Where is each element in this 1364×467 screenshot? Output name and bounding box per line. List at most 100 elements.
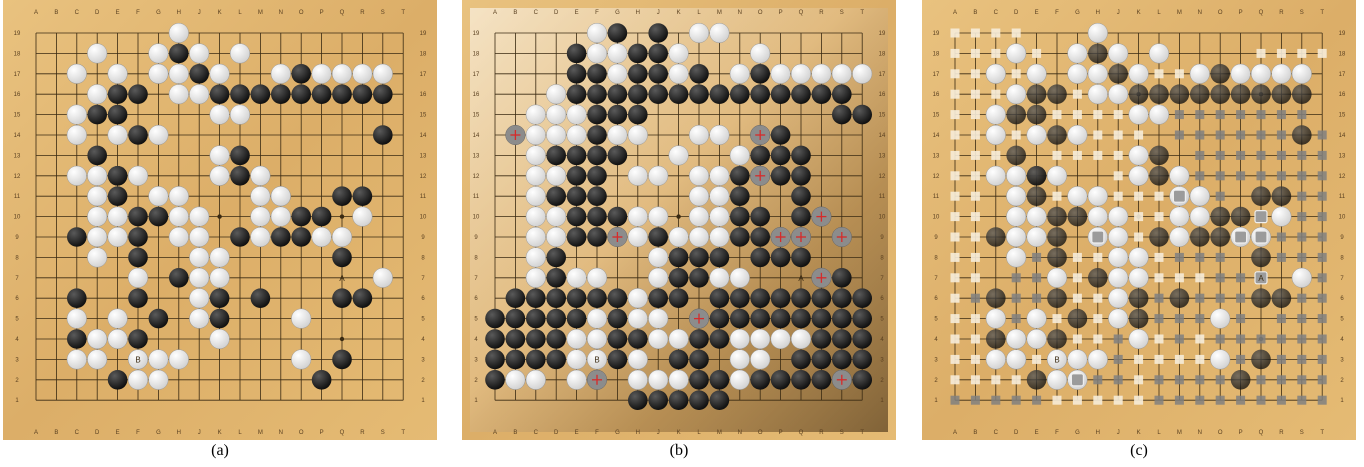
white-territory-mark — [951, 151, 960, 160]
black-stone — [750, 207, 770, 227]
black-stone — [750, 84, 770, 104]
black-stone — [526, 288, 546, 308]
column-label: E — [575, 430, 579, 436]
black-stone — [1006, 146, 1026, 166]
white-stone — [710, 207, 730, 227]
black-stone — [210, 84, 230, 104]
column-label: A — [953, 10, 957, 16]
black-stone — [149, 207, 169, 227]
black-stone — [791, 370, 811, 390]
row-label: 19 — [1339, 31, 1346, 37]
row-label: 15 — [420, 113, 427, 119]
white-territory-mark — [1073, 110, 1082, 119]
white-stone — [230, 105, 250, 125]
row-label: 13 — [879, 153, 886, 159]
black-stone — [1149, 146, 1169, 166]
black-stone — [1027, 186, 1047, 206]
black-stone — [587, 64, 607, 84]
white-stone — [1047, 268, 1067, 288]
column-label: C — [75, 10, 80, 16]
black-stone — [1170, 288, 1190, 308]
white-territory-mark — [951, 355, 960, 364]
column-label: D — [1014, 430, 1019, 436]
white-territory-mark — [971, 273, 980, 282]
black-stone — [812, 84, 832, 104]
white-stone — [169, 227, 189, 247]
white-stone — [149, 370, 169, 390]
black-stone — [812, 350, 832, 370]
black-stone — [1251, 186, 1271, 206]
white-stone — [149, 186, 169, 206]
black-stone — [251, 84, 271, 104]
column-label: P — [779, 10, 783, 16]
black-territory-mark — [1175, 396, 1184, 405]
white-territory-mark — [1257, 49, 1266, 58]
dead-stone-mark — [1255, 231, 1267, 243]
white-territory-mark — [951, 294, 960, 303]
white-stone — [506, 370, 526, 390]
black-territory-mark — [1297, 212, 1306, 221]
white-stone — [689, 227, 709, 247]
white-stone — [1088, 84, 1108, 104]
column-label: N — [1198, 430, 1202, 436]
row-label: 14 — [933, 133, 940, 139]
black-stone — [1190, 84, 1210, 104]
black-territory-mark — [1175, 131, 1184, 140]
white-stone — [108, 64, 128, 84]
black-stone — [771, 370, 791, 390]
row-label: 10 — [420, 215, 427, 221]
white-stone — [251, 227, 271, 247]
black-stone — [771, 248, 791, 268]
column-label: C — [994, 430, 999, 436]
black-stone — [1047, 248, 1067, 268]
black-territory-mark — [1257, 151, 1266, 160]
black-territory-mark — [1195, 110, 1204, 119]
white-stone — [210, 329, 230, 349]
white-stone — [628, 207, 648, 227]
white-territory-mark — [1195, 355, 1204, 364]
column-label: E — [1035, 10, 1039, 16]
black-territory-mark — [1318, 171, 1327, 180]
black-stone — [1210, 207, 1230, 227]
black-stone — [730, 207, 750, 227]
black-stone — [750, 64, 770, 84]
column-label: C — [75, 430, 80, 436]
white-stone — [648, 309, 668, 329]
black-stone — [546, 288, 566, 308]
column-label: P — [779, 430, 783, 436]
white-territory-mark — [1073, 396, 1082, 405]
white-territory-mark — [1012, 29, 1021, 38]
black-territory-mark — [1175, 375, 1184, 384]
black-stone — [291, 64, 311, 84]
black-territory-mark — [1257, 131, 1266, 140]
black-stone — [710, 248, 730, 268]
white-stone — [87, 227, 107, 247]
white-territory-mark — [1093, 110, 1102, 119]
white-stone — [1068, 64, 1088, 84]
black-territory-mark — [1277, 253, 1286, 262]
black-territory-mark — [1216, 335, 1225, 344]
black-stone — [648, 84, 668, 104]
black-stone — [67, 227, 87, 247]
white-territory-mark — [1073, 335, 1082, 344]
black-stone — [730, 186, 750, 206]
black-stone — [1149, 166, 1169, 186]
white-territory-mark — [1134, 131, 1143, 140]
row-label: 16 — [933, 92, 940, 98]
white-stone — [210, 166, 230, 186]
black-stone — [567, 146, 587, 166]
white-territory-mark — [1114, 151, 1123, 160]
black-territory-mark — [1195, 253, 1204, 262]
white-stone — [567, 329, 587, 349]
black-stone — [791, 350, 811, 370]
white-stone — [587, 44, 607, 64]
black-stone — [567, 207, 587, 227]
black-territory-mark — [1216, 131, 1225, 140]
black-stone — [67, 329, 87, 349]
column-label: G — [1075, 10, 1080, 16]
black-stone — [852, 309, 872, 329]
column-label: N — [1198, 10, 1202, 16]
black-territory-mark — [1297, 335, 1306, 344]
white-stone — [791, 329, 811, 349]
column-label: B — [54, 10, 58, 16]
